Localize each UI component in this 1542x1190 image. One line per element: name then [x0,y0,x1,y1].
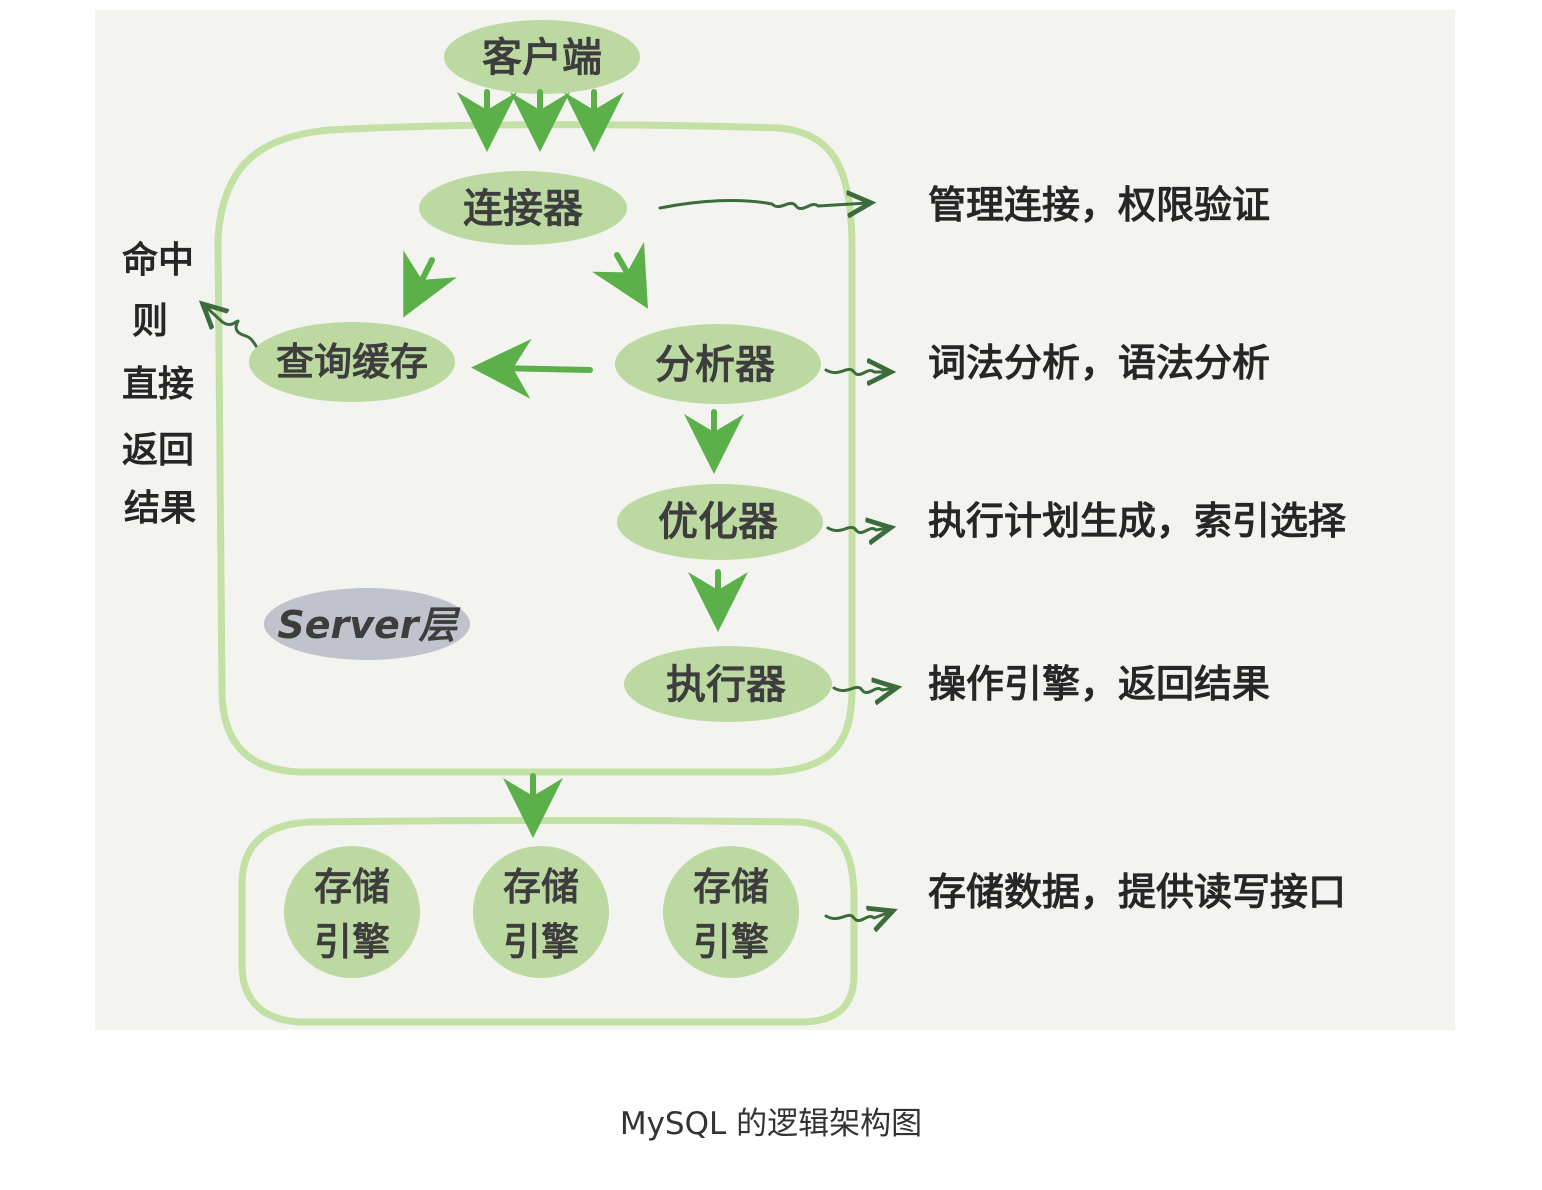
executor-node: 执行器 [624,646,832,722]
storage-engine-1-line1: 存储 [314,865,390,909]
analyzer-note: 词法分析，语法分析 [928,341,1270,385]
analyzer-node: 分析器 [615,324,821,404]
storage-note-arrow [824,912,890,921]
storage-layer-frame [238,817,858,1026]
analyzer-note-arrow [824,369,888,374]
optimizer-node: 优化器 [617,484,823,560]
storage-engine-2-line2: 引擎 [503,920,579,964]
optimizer-note: 执行计划生成，索引选择 [928,499,1347,543]
connector-node: 连接器 [419,171,627,245]
storage-engine-3-line1: 存储 [693,865,769,909]
cache-hit-note-line1: 命中 [122,239,194,281]
connector-to-cache-arrow [403,250,457,318]
cache-hit-note: 命中 则 直接 返回 结果 [122,239,196,529]
client-node: 客户端 [444,20,640,94]
connector-to-analyzer-arrow [592,241,648,309]
executor-note: 操作引擎，返回结果 [928,662,1270,706]
storage-engine-1-line2: 引擎 [314,920,390,964]
cache-hit-return-arrow [205,306,258,348]
storage-engine-3: 存储 引擎 [663,846,799,978]
cache-hit-note-line5: 结果 [124,488,196,529]
cache-hit-note-line4: 返回 [122,430,194,471]
client-label: 客户端 [482,35,602,81]
connector-note: 管理连接，权限验证 [928,183,1270,227]
storage-engine-1: 存储 引擎 [284,846,420,978]
analyzer-to-cache-arrow [471,338,593,399]
storage-engine-3-line2: 引擎 [693,920,769,964]
executor-note-arrow [832,687,894,692]
executor-label: 执行器 [666,662,787,708]
optimizer-label: 优化器 [658,499,779,545]
server-layer-label: Server层 [277,603,460,647]
cache-hit-note-line2: 则 [132,301,168,342]
optimizer-note-arrow [826,527,888,532]
cache-hit-note-line3: 直接 [122,364,194,405]
query-cache-label: 查询缓存 [276,340,428,384]
connector-label: 连接器 [463,186,584,232]
analyzer-label: 分析器 [655,342,776,388]
storage-engine-2: 存储 引擎 [473,846,609,978]
server-layer-badge: Server层 [264,588,470,660]
connector-note-arrow [658,201,868,209]
storage-note: 存储数据，提供读写接口 [928,870,1346,914]
storage-engine-2-line1: 存储 [503,865,579,909]
figure-caption: MySQL 的逻辑架构图 [619,1106,923,1142]
query-cache-node: 查询缓存 [249,322,455,402]
